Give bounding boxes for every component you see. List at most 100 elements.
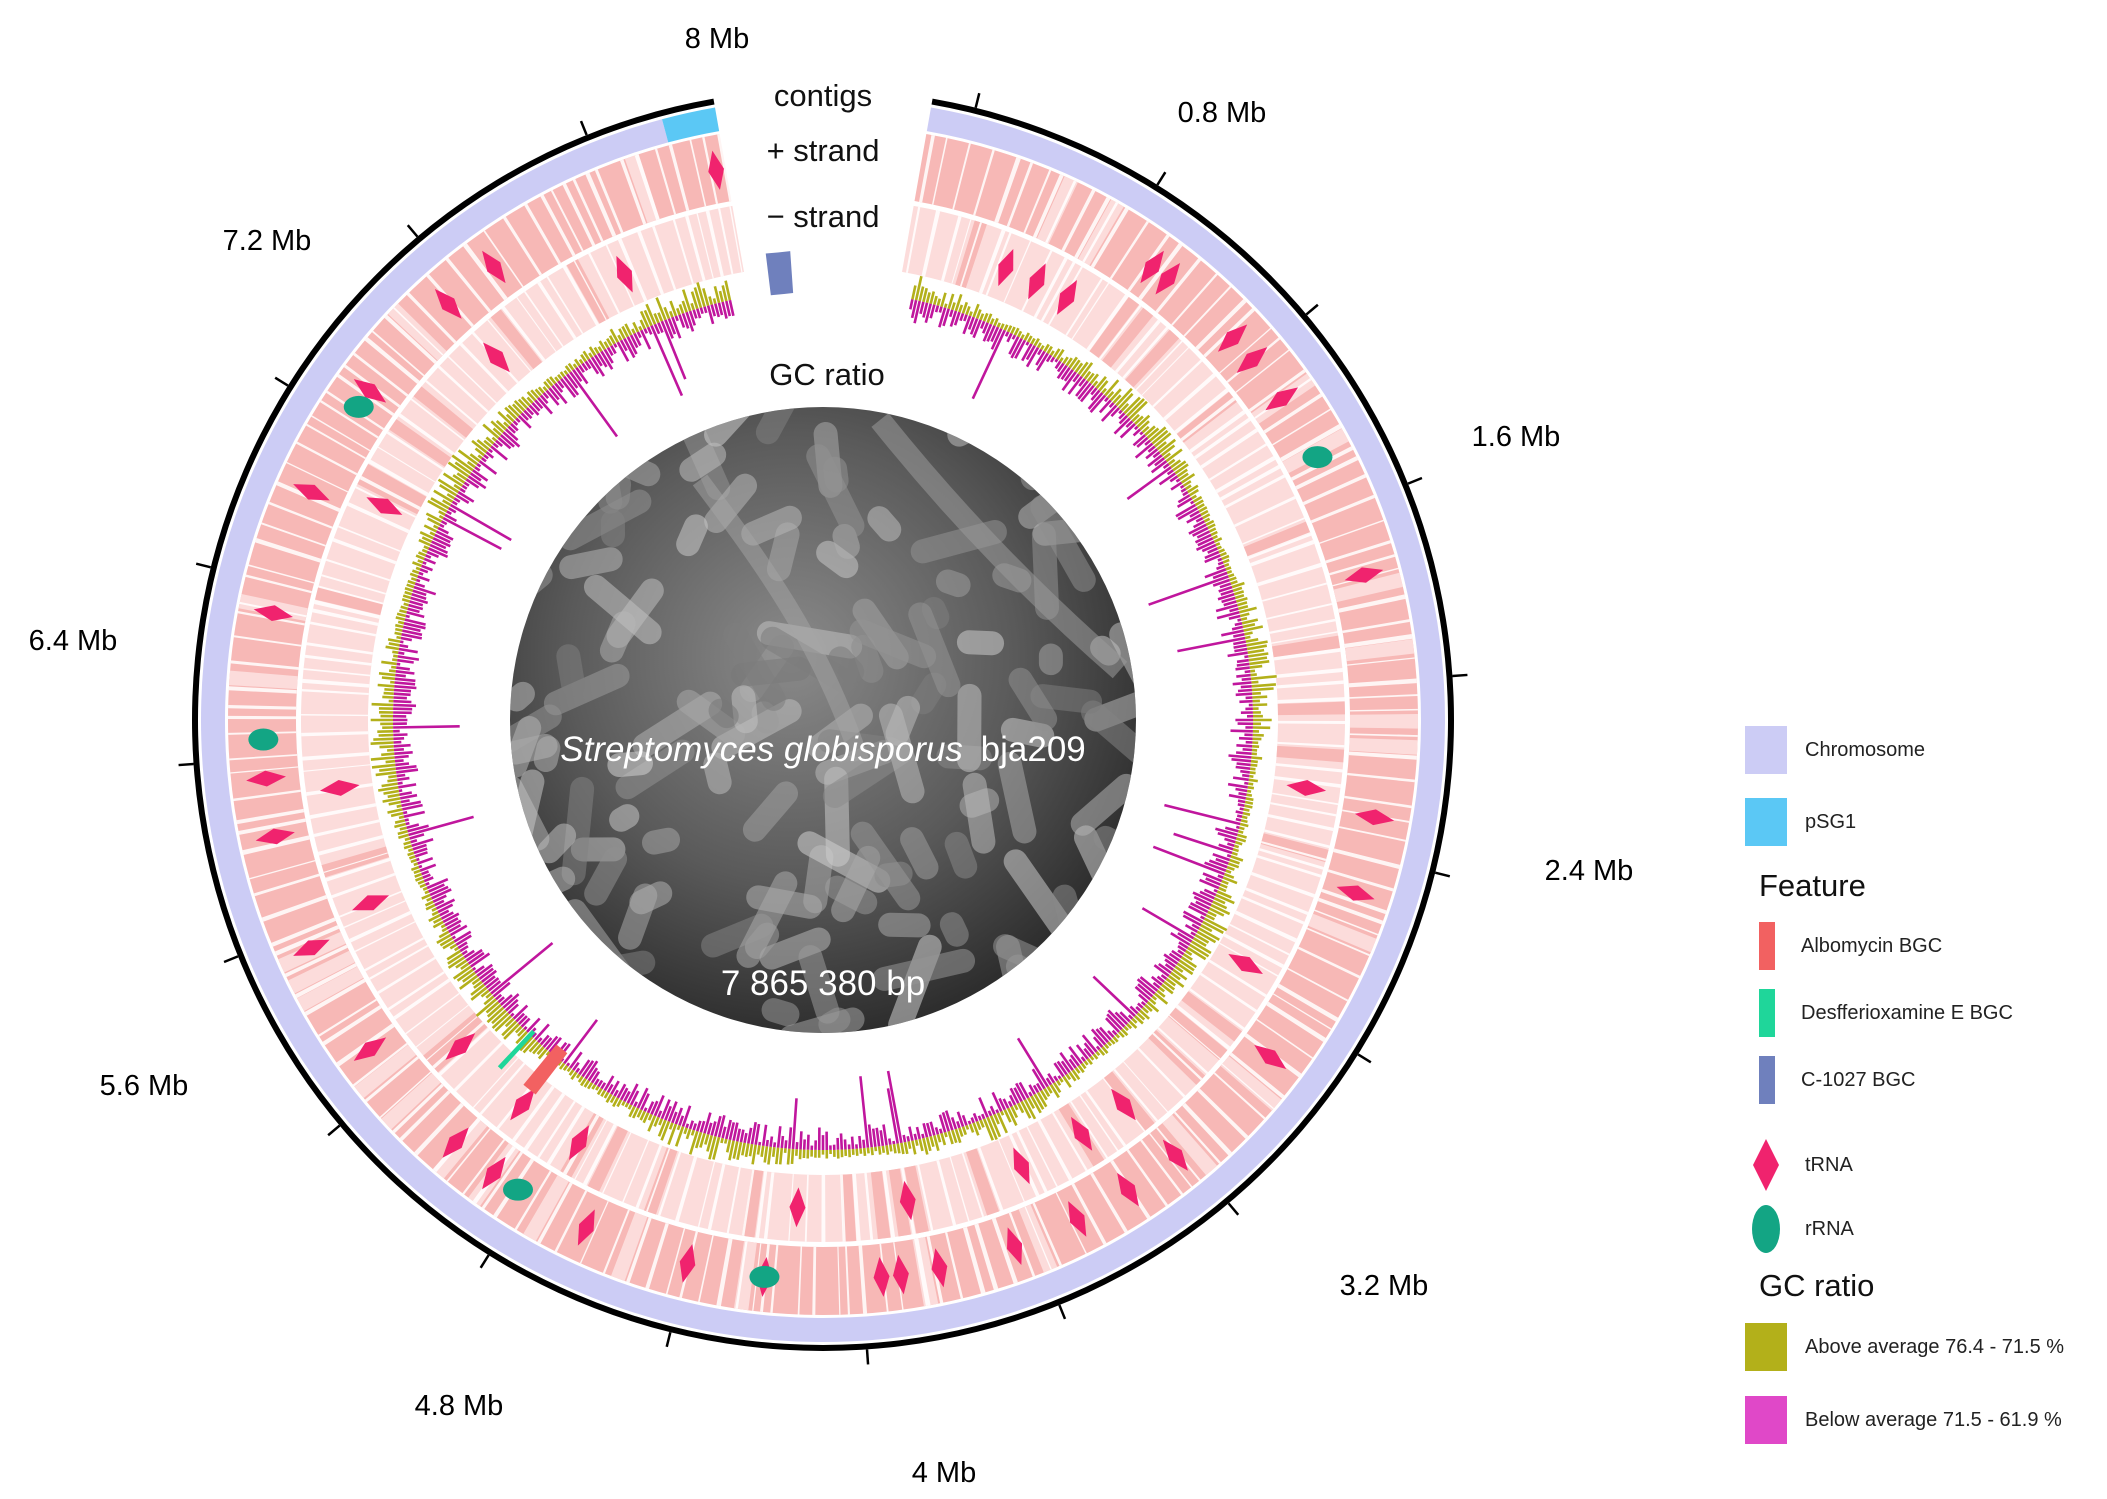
strand-gap <box>1051 1112 1088 1172</box>
strand-gap <box>230 766 299 774</box>
strand-gap <box>672 219 694 285</box>
strand-gap <box>337 525 401 553</box>
strand-gap <box>359 475 421 511</box>
strand-gap <box>1229 1052 1285 1099</box>
cell-rod <box>828 646 865 684</box>
strand-gap <box>537 1100 576 1159</box>
cell-rod <box>939 912 969 947</box>
strand-gap <box>1085 1090 1127 1147</box>
strand-gap <box>1137 1047 1186 1098</box>
strand-gap <box>634 154 660 221</box>
strand-gap <box>665 1228 686 1295</box>
plus-strand-track-gaps <box>228 133 1418 1315</box>
strand-block <box>1345 639 1415 662</box>
strand-gap <box>1256 854 1322 878</box>
strand-block <box>321 846 390 878</box>
trna-marker <box>353 1037 387 1061</box>
strand-gap <box>837 1246 841 1315</box>
strand-gap <box>301 731 369 737</box>
strand-gap <box>1032 174 1064 239</box>
strand-gap <box>696 213 714 279</box>
strand-gap <box>949 1156 970 1222</box>
trna-marker <box>1140 250 1164 284</box>
trna-marker <box>873 1257 890 1297</box>
scale-tick <box>1305 303 1319 316</box>
contigs-label: contigs <box>774 78 872 113</box>
strand-gap <box>228 704 297 710</box>
strand-block <box>1125 329 1180 388</box>
strand-gap <box>622 1139 650 1203</box>
cell-rod <box>589 989 622 1033</box>
strand-gap <box>377 956 436 995</box>
legend-desferrioxamine-label: Desfferioxamine E BGC <box>1801 1001 2013 1024</box>
strand-gap <box>242 835 310 855</box>
cell-rod <box>600 509 625 548</box>
strand-gap <box>1327 869 1394 892</box>
cell-rod <box>806 444 865 538</box>
minus-strand-track-gaps <box>301 206 1345 1242</box>
strand-gap <box>1347 772 1416 783</box>
strand-block <box>1333 572 1403 603</box>
cell-rod <box>1101 857 1136 885</box>
strand-gap <box>406 292 457 344</box>
trna-marker <box>708 150 724 190</box>
strand-gap <box>1329 554 1396 576</box>
strand-gap <box>1271 631 1338 644</box>
strand-gap <box>717 133 733 202</box>
genome-size: 7 865 380 bp <box>721 964 925 1003</box>
rrna-marker <box>749 1265 780 1288</box>
gc-above-average <box>370 275 1277 1165</box>
strand-gap <box>1269 618 1336 634</box>
cell-rod <box>708 698 739 729</box>
feature-markers <box>246 150 1395 1297</box>
strand-gap <box>1349 733 1418 737</box>
strand-gap <box>325 857 391 882</box>
cell-rod <box>1038 643 1063 676</box>
strand-gap <box>1180 397 1236 442</box>
center-text: Streptomyces globisporus bja209 7 865 38… <box>560 730 1086 1003</box>
legend-chromosome: Chromosome <box>1745 726 1925 774</box>
strand-gap <box>410 398 465 441</box>
strand-gap <box>1245 887 1309 916</box>
strand-gap <box>1280 424 1342 462</box>
strand-gap <box>514 1170 552 1231</box>
trna-marker <box>899 1180 916 1221</box>
strand-gap <box>301 689 369 695</box>
strand-gap <box>1155 258 1202 314</box>
strand-gap <box>321 574 387 595</box>
trna-marker <box>253 605 293 621</box>
scale-label-2-4mb: 2.4 Mb <box>1545 855 1634 887</box>
cell-rod <box>908 602 961 698</box>
strand-gap <box>1033 257 1068 319</box>
strand-block <box>1272 635 1341 658</box>
strand-gap <box>637 230 665 295</box>
trna-marker <box>931 1248 948 1288</box>
strand-gap <box>1344 795 1412 809</box>
trna-marker <box>319 779 360 796</box>
strand-gap <box>343 900 406 929</box>
strand-gap <box>364 937 425 972</box>
gc-ratio-track <box>370 275 1277 1165</box>
strand-gap <box>322 1005 382 1046</box>
strand-gap <box>446 1128 491 1182</box>
strand-gap <box>974 1223 999 1290</box>
strand-gap <box>364 1056 420 1103</box>
strand-gap <box>1082 202 1119 263</box>
cell-rod <box>759 927 831 970</box>
trna-marker <box>1071 1116 1093 1151</box>
strand-gap <box>1277 983 1339 1022</box>
strand-block <box>389 419 452 467</box>
cell-rod <box>723 622 786 711</box>
chromosome-swatch <box>1745 726 1787 774</box>
cell-rod <box>561 776 595 886</box>
cell-rod <box>676 689 746 747</box>
strand-block <box>361 463 427 507</box>
strand-gap <box>286 461 349 493</box>
strand-gap <box>414 1102 464 1156</box>
strand-gap <box>249 860 316 880</box>
cell-rod <box>1081 700 1136 770</box>
cell-rod <box>878 703 925 804</box>
trna-marker <box>293 484 330 501</box>
trna-marker <box>1354 809 1395 826</box>
